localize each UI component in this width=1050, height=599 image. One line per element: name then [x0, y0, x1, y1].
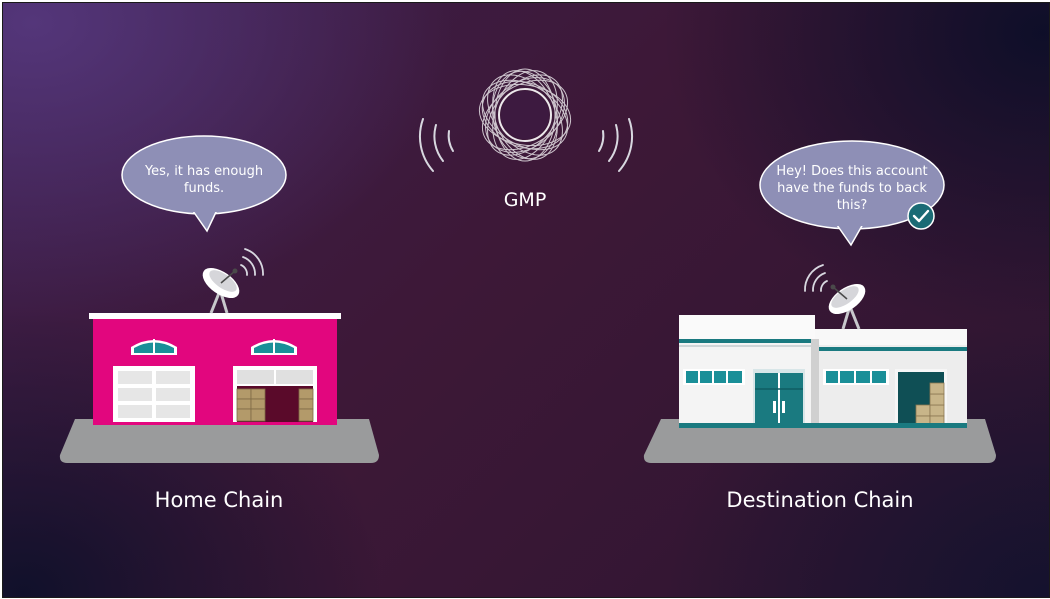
destination-satellite-dish-icon	[804, 264, 866, 330]
signal-waves-left-icon	[418, 118, 454, 172]
checkmark-icon	[907, 202, 935, 230]
home-chain-building	[89, 313, 341, 425]
gmp-label: GMP	[503, 189, 547, 211]
gmp-logo-icon	[478, 68, 572, 162]
signal-waves-right-icon	[598, 118, 634, 172]
diagram-artwork	[59, 68, 996, 463]
home-ground-platform	[59, 419, 380, 463]
destination-ground-platform	[643, 419, 996, 463]
home-satellite-dish-icon	[202, 248, 264, 314]
destination-chain-building	[679, 315, 967, 428]
home-speech-text: Yes, it has enough funds.	[144, 164, 264, 196]
destination-speech-bubble	[759, 140, 945, 247]
home-chain-label: Home Chain	[154, 488, 284, 512]
destination-speech-text: Hey! Does this account have the funds to…	[776, 164, 928, 213]
destination-chain-label: Destination Chain	[726, 488, 914, 512]
home-speech-bubble	[121, 135, 287, 233]
